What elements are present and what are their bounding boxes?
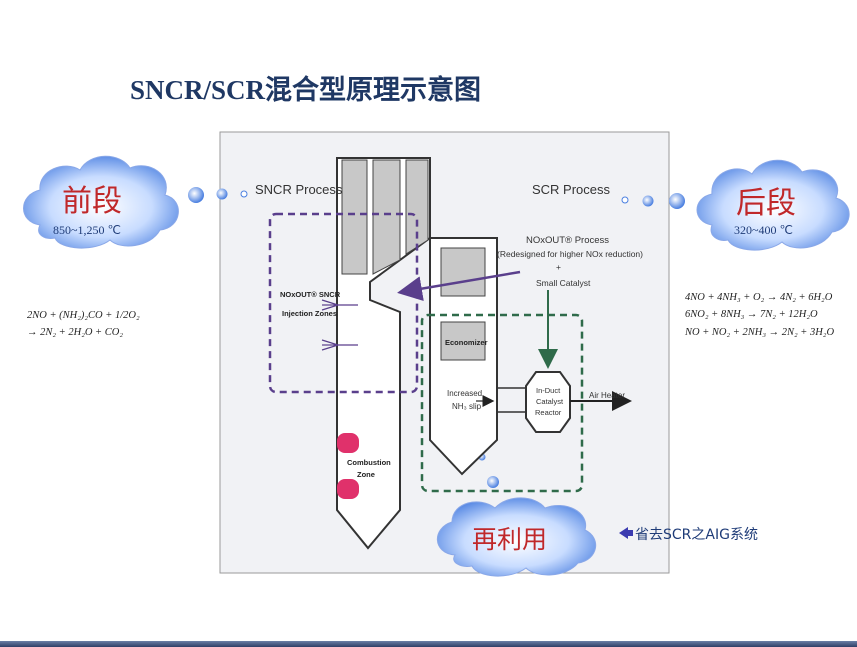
cloud-rear (696, 159, 850, 251)
economizer-label: Economizer (445, 338, 488, 347)
page-title: SNCR/SCR混合型原理示意图 (130, 75, 482, 105)
cloud-front (23, 155, 179, 249)
noxout-process-label: NOxOUT® Process (526, 235, 609, 246)
heat-exchanger-panel (440, 247, 486, 297)
scr-equation-line: 4NO + 4NH₃ + O₂ → 4N₂ + 6H₂O (685, 292, 833, 303)
cloud-bubble (621, 196, 629, 204)
noxout-sncr-label: NOxOUT® SNCR (280, 290, 341, 299)
sncr-zone-box (268, 212, 419, 394)
noxout-plus: + (556, 262, 561, 272)
reuse-label: 再利用 (472, 525, 548, 554)
reactor-label: Reactor (535, 408, 562, 417)
rear-stage-label: 后段 (736, 186, 796, 221)
superheater-panel (341, 159, 368, 275)
bottom-bar (0, 641, 857, 647)
scr-zone-box (420, 313, 584, 493)
catalyst-label: Catalyst (536, 397, 564, 406)
noxout-process-sub: (Redesigned for higher NOx reduction) (497, 249, 643, 259)
economizer-block (440, 321, 486, 361)
nh3-slip-label: NH₃ slip (452, 402, 482, 411)
noxout-arrow (397, 270, 521, 301)
note-arrow-tail (627, 530, 633, 536)
combustion-label: Combustion (347, 458, 391, 467)
cloud-bubble (216, 188, 228, 200)
burner (337, 433, 359, 453)
aig-note: 省去SCR之AIG系统 (635, 527, 758, 543)
zone-label: Zone (357, 470, 375, 479)
front-stage-temp: 850~1,250 ℃ (53, 223, 121, 237)
cloud-bubble (669, 193, 685, 209)
small-catalyst-label: Small Catalyst (536, 278, 591, 288)
cloud-bubble (487, 476, 499, 488)
superheater-panel (372, 159, 401, 275)
scr-process-label: SCR Process (532, 182, 611, 197)
cloud-bubble (188, 187, 204, 203)
sncr-injection-nozzle (321, 299, 358, 311)
sncr-injection-nozzle (321, 339, 358, 351)
cloud-reuse (436, 497, 597, 577)
sncr-process-label: SNCR Process (255, 182, 343, 197)
air-heater-label: Air Heater (589, 391, 625, 400)
rear-stage-temp: 320~400 ℃ (734, 223, 793, 237)
injection-zones-label: Injection Zones (282, 309, 337, 318)
cloud-bubble (240, 190, 248, 198)
front-stage-label: 前段 (62, 184, 122, 219)
burner (337, 479, 359, 499)
increased-label: Increased (447, 389, 482, 398)
superheater-panel (405, 159, 429, 255)
scr-equation-line: 6NO₂ + 8NH₃ → 7N₂ + 12H₂O (685, 309, 818, 320)
sncr-equation-line: 2NO + (NH₂)₂CO + 1/2O₂ (27, 310, 140, 321)
cloud-bubble (642, 195, 654, 207)
note-arrow-icon (619, 527, 628, 539)
scr-equation-line: NO + NO₂ + 2NH₃ → 2N₂ + 3H₂O (685, 327, 835, 338)
in-duct-label: In-Duct (536, 386, 561, 395)
sncr-equation-line: → 2N₂ + 2H₂O + CO₂ (27, 327, 124, 338)
in-duct-reactor (525, 371, 571, 433)
